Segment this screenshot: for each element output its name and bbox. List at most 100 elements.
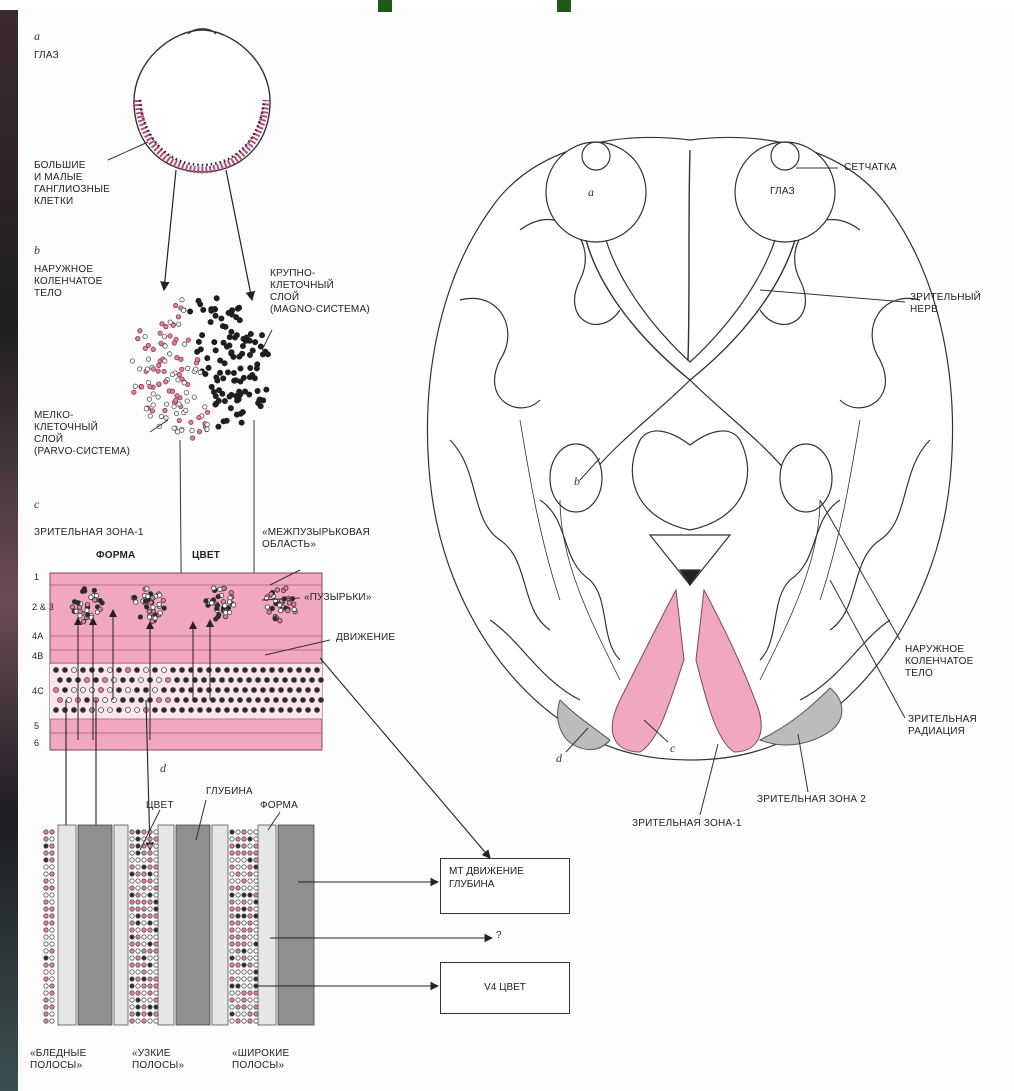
layer-4c-cell — [63, 708, 68, 713]
blob-cell — [270, 606, 274, 610]
parvo-cell — [148, 414, 152, 418]
v2-cell — [136, 830, 140, 834]
v2-cell — [248, 907, 252, 911]
layer-4c-cell — [72, 688, 77, 693]
layer-4c-cell — [99, 708, 104, 713]
layer-4c-cell — [283, 678, 288, 683]
v2-cell — [50, 956, 54, 960]
v2-cell — [154, 942, 158, 946]
layer-4a-label: 4A — [32, 631, 43, 642]
blob-cell — [231, 603, 235, 607]
v2-cell — [236, 921, 240, 925]
v2-cell — [242, 921, 246, 925]
motion-label: ДВИЖЕНИЕ — [336, 632, 395, 644]
v2-cell — [236, 830, 240, 834]
v2-cell — [136, 837, 140, 841]
v2-cell — [136, 956, 140, 960]
parvo-cell — [180, 298, 184, 302]
v2-cell — [230, 921, 234, 925]
v2-cell — [50, 886, 54, 890]
magno-cell — [196, 298, 201, 303]
parvo-cell — [185, 399, 189, 403]
parvo-cell — [139, 385, 143, 389]
v2-cell — [254, 921, 258, 925]
parvo-cell — [151, 392, 155, 396]
v2-cell — [136, 942, 140, 946]
v2-cell — [236, 907, 240, 911]
magno-cell — [203, 371, 208, 376]
v2-cell — [254, 928, 258, 932]
magno-cell — [250, 348, 255, 353]
v2-cell — [130, 935, 134, 939]
v2-cell — [236, 837, 240, 841]
magno-cell — [248, 365, 253, 370]
layer-4c-cell — [153, 668, 158, 673]
blob-cell — [157, 602, 161, 606]
v2-cell — [242, 872, 246, 876]
magno-label: КРУПНО- КЛЕТОЧНЫЙ СЛОЙ (MAGNO-СИСТЕМА) — [270, 268, 370, 316]
parvo-cell — [205, 427, 209, 431]
v2-cell — [142, 998, 146, 1002]
layer-4c-cell — [144, 668, 149, 673]
v2-cell — [130, 893, 134, 897]
parvo-cell — [137, 367, 141, 371]
v2-cell — [136, 900, 140, 904]
v2-cell — [148, 886, 152, 890]
v2-cell — [154, 879, 158, 883]
v2-cell — [142, 970, 146, 974]
layer-4c-cell — [126, 688, 131, 693]
blob-cell — [158, 611, 162, 615]
blob-cell — [151, 596, 155, 600]
layer-4c-cell — [117, 668, 122, 673]
blob-cell — [92, 598, 96, 602]
color-label: ЦВЕТ — [192, 550, 220, 562]
v2-cell — [148, 837, 152, 841]
layer-4c-cell — [112, 698, 117, 703]
blob-cell — [161, 598, 165, 602]
v2-cell — [130, 956, 134, 960]
v2-cell — [248, 921, 252, 925]
parvo-cell — [198, 370, 202, 374]
layer-4c-cell — [261, 668, 266, 673]
v2-cell — [44, 1019, 48, 1023]
magno-cell — [212, 340, 217, 345]
v2-cell — [44, 858, 48, 862]
v2-cell — [242, 830, 246, 834]
v2-cell — [236, 970, 240, 974]
v2-cell — [248, 942, 252, 946]
layer-4c-cell — [220, 678, 225, 683]
parvo-cell — [184, 408, 188, 412]
parvo-cell — [190, 436, 194, 440]
v2-cell — [136, 886, 140, 890]
v2-cell — [230, 935, 234, 939]
v2-cell — [130, 865, 134, 869]
v2-cell — [142, 1019, 146, 1023]
v2-cell — [50, 963, 54, 967]
magno-cell — [238, 379, 243, 384]
layer-4c-cell — [94, 678, 99, 683]
layer-4c-cell — [225, 708, 230, 713]
layer-4c-cell — [171, 708, 176, 713]
v1-zone-label: ЗРИТЕЛЬНАЯ ЗОНА-1 — [34, 527, 144, 539]
v2-cell — [236, 949, 240, 953]
v2-cell — [50, 949, 54, 953]
v2-cell — [44, 935, 48, 939]
optic-radiation-label: ЗРИТЕЛЬНАЯ РАДИАЦИЯ — [908, 714, 977, 738]
v2-cell — [142, 928, 146, 932]
layer-4c-cell — [243, 668, 248, 673]
v2-cell — [230, 928, 234, 932]
v2-cell — [130, 1005, 134, 1009]
v2-cell — [236, 900, 240, 904]
v2-cell — [248, 970, 252, 974]
v2-cell — [136, 970, 140, 974]
v2-cell — [148, 970, 152, 974]
brain-eye-label: ГЛАЗ — [770, 186, 795, 198]
layer-4c-cell — [301, 678, 306, 683]
v2-cell — [44, 914, 48, 918]
v2-cell — [136, 984, 140, 988]
v2-cell — [230, 837, 234, 841]
layer-4c-cell — [157, 678, 162, 683]
retina-label: СЕТЧАТКА — [844, 162, 897, 174]
blob-cell — [212, 586, 216, 590]
layer-4c-cell — [63, 668, 68, 673]
